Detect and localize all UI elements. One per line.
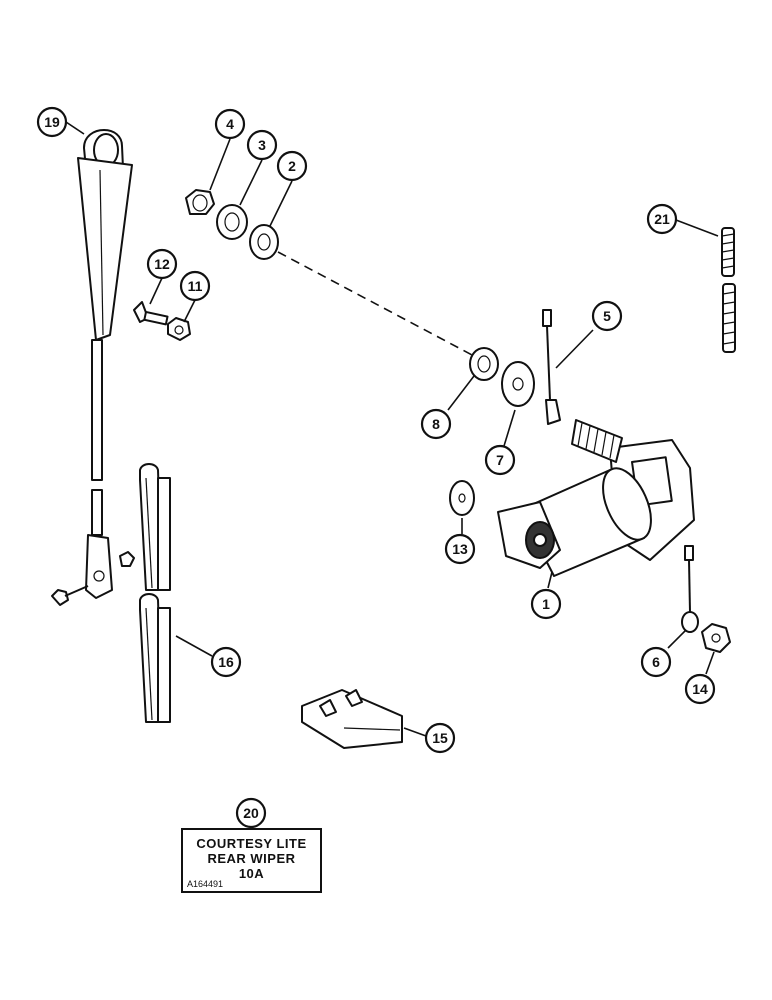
decal-line-3: 10A [238,866,265,881]
washer-13 [449,480,475,516]
callout-21: 21 [646,203,678,235]
svg-text:7: 7 [496,452,504,468]
fuse-19 [301,689,403,749]
wiper-blade-strips [139,463,171,723]
svg-text:3: 3 [258,137,266,153]
nut-14 [701,623,731,653]
washer-7 [501,361,535,407]
callout-7: 7 [484,444,516,476]
callout-8: 8 [420,408,452,440]
callout-12: 12 [146,248,178,280]
svg-text:6: 6 [652,654,660,670]
svg-text:8: 8 [432,416,440,432]
bushing-8 [469,347,499,381]
screw-12 [133,301,169,326]
wire-lead-5 [542,309,561,425]
assembly-line [277,251,475,357]
svg-text:2: 2 [288,158,296,174]
svg-text:21: 21 [654,211,670,227]
svg-text:16: 16 [218,654,234,670]
washer-2 [249,224,279,260]
callout-2: 2 [276,150,308,182]
svg-text:4: 4 [226,116,234,132]
hex-nut-4 [185,189,215,215]
svg-text:13: 13 [452,541,468,557]
decal-line-1: COURTESY LITE [196,836,307,851]
callout-4: 4 [214,108,246,140]
svg-text:15: 15 [432,730,448,746]
callout-19: 15 [424,722,456,754]
svg-text:1: 1 [542,596,550,612]
svg-text:19: 19 [44,114,60,130]
svg-text:20: 20 [243,805,259,821]
svg-text:5: 5 [603,308,611,324]
callout-13: 13 [444,533,476,565]
svg-text:12: 12 [154,256,170,272]
washer-3 [216,204,248,240]
springs-21 [721,227,736,353]
callout-5: 5 [591,300,623,332]
decal-line-2: REAR WIPER [207,851,296,866]
callout-20: 20 [235,797,267,829]
callout-6: 6 [640,646,672,678]
terminal-lead-6 [681,545,699,633]
callout-15: 19 [36,106,68,138]
leader-lines [65,121,719,737]
callout-1: 1 [530,588,562,620]
nut-11 [167,317,191,341]
callout-16: 16 [210,646,242,678]
wiper-motor [497,419,695,577]
decal-part-code: A164491 [187,879,224,889]
wiper-arm [51,129,135,606]
svg-text:14: 14 [692,681,708,697]
callout-14: 14 [684,673,716,705]
fuse-decal: COURTESY LITE REAR WIPER 10A A164491 [181,828,322,893]
callout-11: 11 [179,270,211,302]
svg-text:11: 11 [188,278,203,294]
callout-3: 3 [246,129,278,161]
